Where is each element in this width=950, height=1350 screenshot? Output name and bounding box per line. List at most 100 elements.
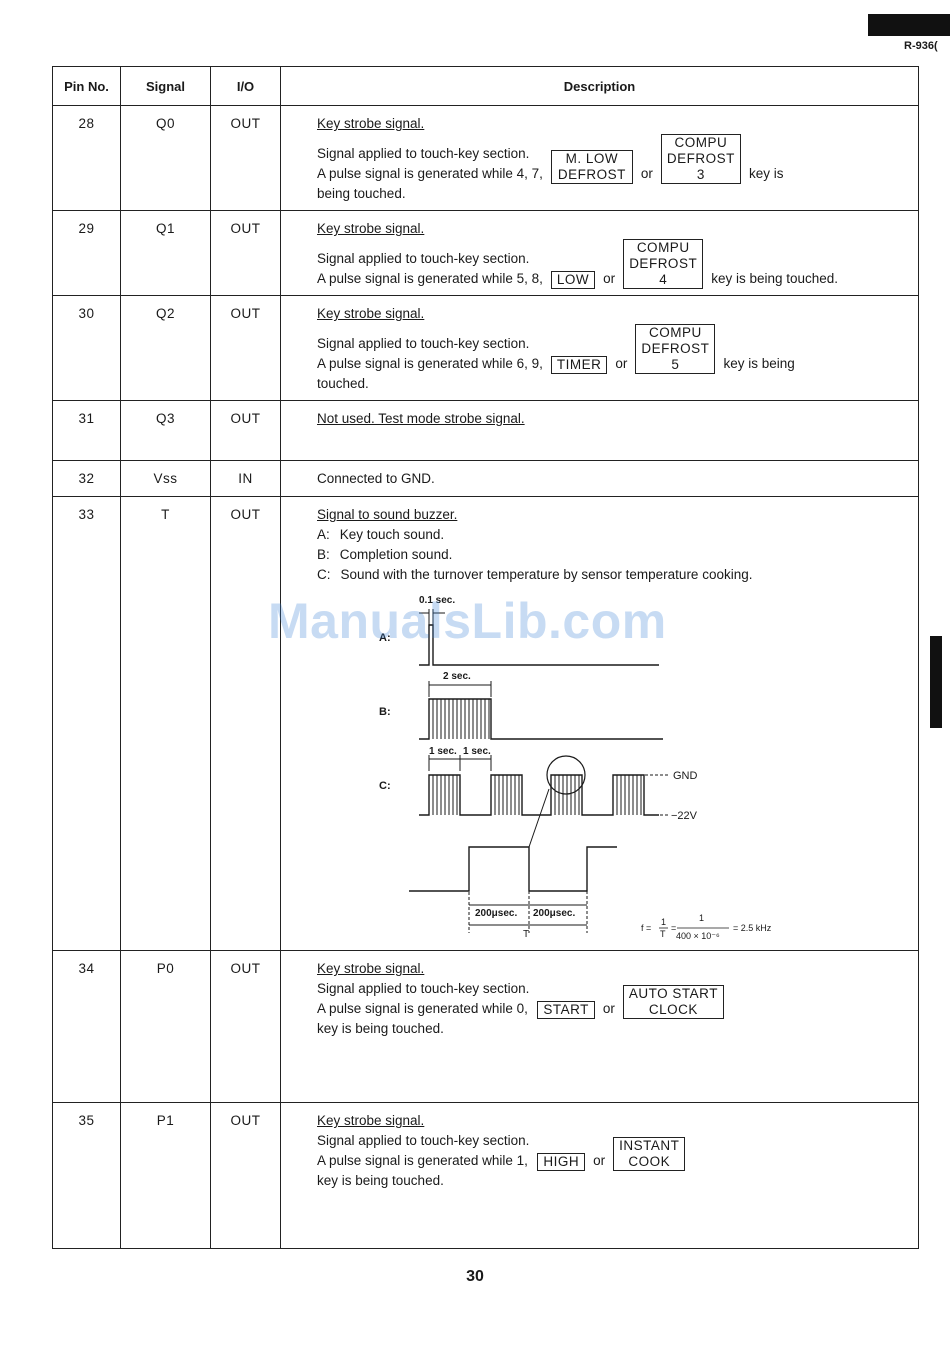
waveform-a <box>419 624 659 666</box>
description-text: being touched. <box>317 186 406 201</box>
description-text: Signal applied to touch-key section. <box>317 336 530 351</box>
key-label-box: INSTANT COOK <box>613 1137 686 1171</box>
key-label-line: DEFROST <box>629 256 698 271</box>
or-text: or <box>593 1153 606 1168</box>
label-c: C: <box>379 780 391 792</box>
description: Key strobe signal. Signal applied to tou… <box>280 105 919 211</box>
description-title: Key strobe signal. <box>317 961 425 976</box>
pin-number: 28 <box>52 105 121 211</box>
description: Key strobe signal. Signal applied to tou… <box>280 210 919 296</box>
table-row: 32 Vss IN Connected to GND. <box>52 460 919 497</box>
description-title: Key strobe signal. <box>317 1113 425 1128</box>
or-text: or <box>640 166 653 181</box>
io-direction: OUT <box>210 400 281 461</box>
pin-number: 30 <box>52 295 121 401</box>
io-direction: OUT <box>210 1102 281 1249</box>
description-text: Signal applied to touch-key section. <box>317 981 530 996</box>
label-2-sec: 2 sec. <box>443 671 471 682</box>
description-text: touched. <box>317 376 369 391</box>
label-1-sec-a: 1 sec. <box>429 746 457 757</box>
key-label-box: COMPU DEFROST 3 <box>660 134 741 184</box>
label-a: A: <box>379 632 391 644</box>
formula-t-bottom: T <box>660 929 666 939</box>
corner-marker <box>868 14 950 36</box>
waveform-b-pulses <box>432 699 490 739</box>
list-item: A: Key touch sound. <box>317 525 908 545</box>
table-row: 31 Q3 OUT Not used. Test mode strobe sig… <box>52 400 919 461</box>
frequency-formula: f = 1 T = 1 400 × 10⁻⁶ = 2.5 kHz <box>641 913 772 939</box>
io-direction: OUT <box>210 496 281 951</box>
model-number: R-936( <box>904 40 938 52</box>
pin-number: 33 <box>52 496 121 951</box>
formula-result: = 2.5 kHz <box>733 923 772 933</box>
pin-table: Pin No. Signal I/O Description 28 Q0 OUT… <box>52 66 919 1249</box>
description-title: Signal to sound buzzer. <box>317 507 458 522</box>
list-item-text: Completion sound. <box>339 547 453 562</box>
formula-denominator: 400 × 10⁻⁶ <box>676 931 720 939</box>
key-label-box: COMPU DEFROST 4 <box>623 239 704 289</box>
key-label-line: DEFROST <box>641 341 710 356</box>
side-tab-marker <box>930 636 942 728</box>
label-period-t: T <box>523 929 529 939</box>
description: Key strobe signal. Signal applied to tou… <box>280 295 919 401</box>
table-row: 28 Q0 OUT Key strobe signal. Signal appl… <box>52 105 919 211</box>
label-200-usec-b: 200μsec. <box>533 908 575 919</box>
or-text: or <box>602 1001 615 1016</box>
io-direction: OUT <box>210 295 281 401</box>
description-text: Signal applied to touch-key section. <box>317 251 530 266</box>
list-item-label: A: <box>317 527 330 542</box>
description-text: key is <box>748 166 784 181</box>
description-text: A pulse signal is generated while 6, 9, <box>317 356 543 371</box>
formula-numerator: 1 <box>699 913 704 923</box>
key-label-line: AUTO START <box>628 986 718 1001</box>
io-direction: OUT <box>210 105 281 211</box>
key-label-line: 5 <box>671 357 680 372</box>
description: Connected to GND. <box>280 460 919 497</box>
description-text: Connected to GND. <box>317 471 435 486</box>
header-pin: Pin No. <box>52 66 121 106</box>
io-direction: IN <box>210 460 281 497</box>
page-number: 30 <box>466 1268 484 1285</box>
signal-name: Q3 <box>120 400 211 461</box>
description-text: key is being touched. <box>317 1021 444 1036</box>
list-item-text: Key touch sound. <box>339 527 445 542</box>
formula-f: f = <box>641 923 651 933</box>
formula-one-top: 1 <box>661 917 666 927</box>
key-label-box: START <box>537 1001 595 1019</box>
header-description: Description <box>280 66 919 106</box>
description-text: A pulse signal is generated while 1, <box>317 1153 528 1168</box>
description: Key strobe signal. Signal applied to tou… <box>280 950 919 1103</box>
table-header-row: Pin No. Signal I/O Description <box>52 66 919 106</box>
signal-name: Q2 <box>120 295 211 401</box>
or-text: or <box>603 271 616 286</box>
formula-equals: = <box>671 923 676 933</box>
description-text: key is being <box>723 356 795 371</box>
key-label-box: AUTO START CLOCK <box>622 985 724 1019</box>
signal-name: P1 <box>120 1102 211 1249</box>
description-title: Key strobe signal. <box>317 116 425 131</box>
key-label-line: COMPU <box>649 325 702 340</box>
description-title: Key strobe signal. <box>317 221 425 236</box>
table-row: 33 T OUT Signal to sound buzzer. A: Key … <box>52 496 919 951</box>
label-b: B: <box>379 706 391 718</box>
signal-name: Q0 <box>120 105 211 211</box>
header-signal: Signal <box>120 66 211 106</box>
zoom-circle <box>546 755 586 795</box>
list-item: B: Completion sound. <box>317 545 908 565</box>
signal-name: P0 <box>120 950 211 1103</box>
waveform-c <box>419 774 659 816</box>
label-0-1-sec: 0.1 sec. <box>419 595 455 606</box>
key-label-line: DEFROST <box>666 151 735 166</box>
label-1-sec-b: 1 sec. <box>463 746 491 757</box>
io-direction: OUT <box>210 950 281 1103</box>
list-item: C: Sound with the turnover temperature b… <box>317 565 908 585</box>
key-label-box: HIGH <box>537 1153 586 1171</box>
pin-number: 35 <box>52 1102 121 1249</box>
key-label-box: M. LOW DEFROST <box>550 150 633 184</box>
header-io: I/O <box>210 66 281 106</box>
key-label-line: COMPU <box>674 135 728 150</box>
list-item-label: C: <box>317 567 331 582</box>
key-label-line: 3 <box>696 167 705 182</box>
description-text: A pulse signal is generated while 5, 8, <box>317 271 543 286</box>
signal-name: T <box>120 496 211 951</box>
